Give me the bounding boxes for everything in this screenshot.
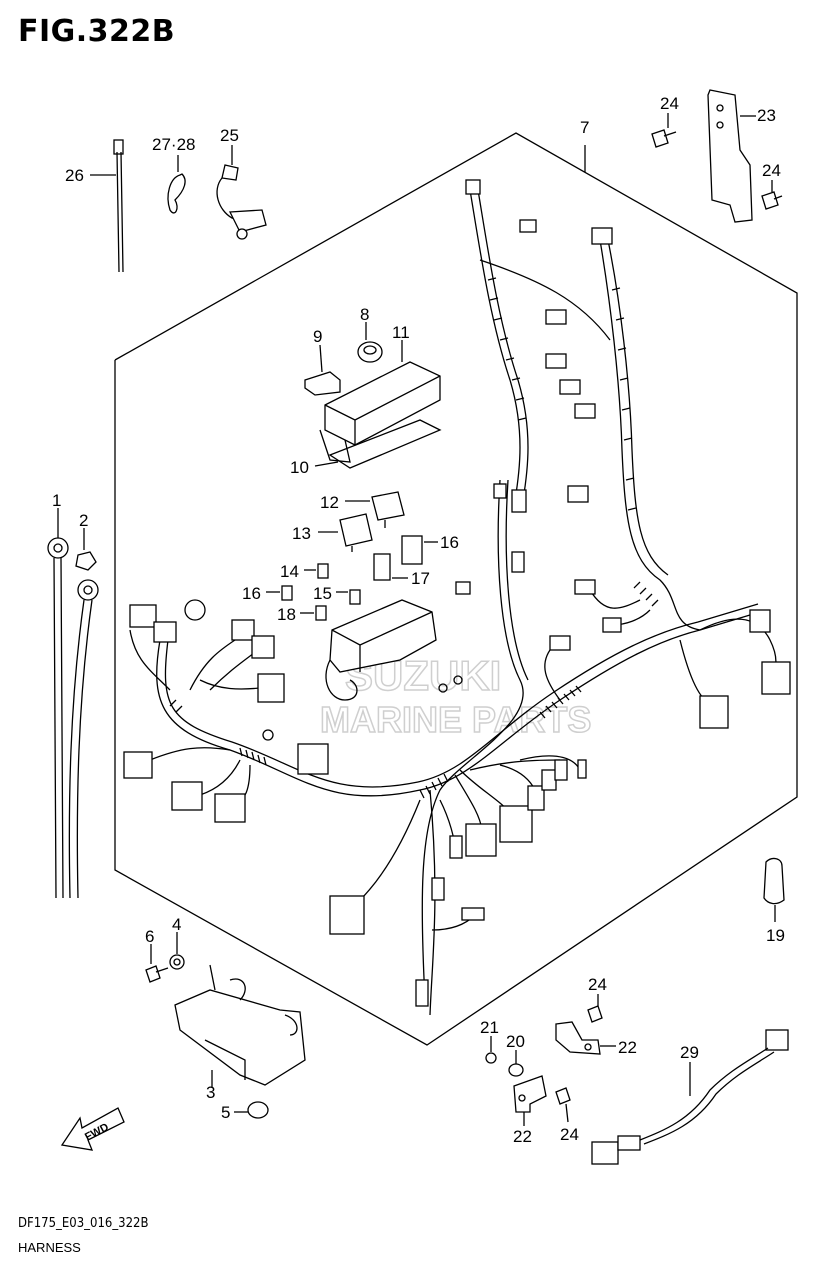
callout-24-bottom: 24 <box>560 1125 579 1144</box>
callout-23: 23 <box>757 106 776 125</box>
part-24-bolt-top <box>651 113 677 148</box>
harness-assembly-outline <box>114 132 798 1046</box>
callout-11: 11 <box>392 323 410 342</box>
part-26-cable-tie <box>90 139 124 273</box>
callout-6: 6 <box>145 927 154 946</box>
part-9-clip <box>304 344 341 396</box>
callout-16-top: 16 <box>440 533 459 552</box>
part-5-grommet <box>234 1101 269 1119</box>
callout-22-mid: 22 <box>618 1038 637 1057</box>
callout-21: 21 <box>480 1018 499 1037</box>
callout-3: 3 <box>206 1083 215 1102</box>
callout-22-bottom: 22 <box>513 1127 532 1146</box>
part-15-fuse <box>336 589 361 605</box>
part-11-fuse-box-cover <box>319 340 441 463</box>
part-7-main-harness <box>129 145 777 1016</box>
part-4-washer <box>169 932 185 970</box>
callout-2: 2 <box>79 511 88 530</box>
part-16-relay-top <box>401 535 438 565</box>
figure-name: HARNESS <box>18 1240 81 1255</box>
part-12-relay <box>345 491 405 528</box>
callout-26: 26 <box>65 166 84 185</box>
callout-14: 14 <box>280 562 299 581</box>
harness-connectors <box>123 179 791 1007</box>
callout-8: 8 <box>360 305 369 324</box>
part-3-bracket <box>174 964 306 1088</box>
callout-17: 17 <box>411 569 430 588</box>
callout-labels: 1 2 3 4 5 6 7 8 9 10 11 12 13 14 15 16 1… <box>52 94 785 1146</box>
part-21-washer <box>485 1036 497 1064</box>
callout-12: 12 <box>320 493 339 512</box>
callout-27-28: 27·28 <box>152 135 195 154</box>
part-24-bolt-mid <box>587 994 603 1023</box>
fwd-arrow-icon: FWD <box>60 1107 125 1151</box>
part-25-clamp <box>216 145 267 240</box>
part-24-bolt-right <box>761 180 783 210</box>
part-23-bracket <box>707 89 756 223</box>
part-27-28-clip <box>167 155 186 214</box>
part-8-grommet <box>357 322 383 363</box>
part-14-fuse <box>304 563 329 579</box>
part-20-collar <box>508 1050 524 1077</box>
callout-25: 25 <box>220 126 239 145</box>
part-10-gasket <box>314 419 442 469</box>
fuse-box-body <box>325 599 463 701</box>
part-1-positive-cable <box>68 579 99 899</box>
part-29-extension-harness <box>591 1029 789 1165</box>
callout-24-top: 24 <box>660 94 679 113</box>
callout-10: 10 <box>290 458 309 477</box>
part-19-cap <box>763 857 785 922</box>
callout-5: 5 <box>221 1103 230 1122</box>
part-2-nut <box>75 528 97 571</box>
callout-1: 1 <box>52 491 61 510</box>
callout-15: 15 <box>313 584 332 603</box>
part-1-battery-cable <box>47 508 69 899</box>
callout-24-right: 24 <box>762 161 781 180</box>
callout-20: 20 <box>506 1032 525 1051</box>
part-22-clamp-lower <box>513 1075 547 1126</box>
callout-19: 19 <box>766 926 785 945</box>
part-24-bolt-bottom <box>555 1087 571 1123</box>
figure-code: DF175_E03_016_322B <box>18 1216 149 1231</box>
svg-text:MARINE PARTS: MARINE PARTS <box>320 699 591 740</box>
callout-29: 29 <box>680 1043 699 1062</box>
callout-24-mid: 24 <box>588 975 607 994</box>
callout-9: 9 <box>313 327 322 346</box>
part-17-fuse <box>373 553 408 581</box>
part-13-relay <box>318 513 373 552</box>
callout-7: 7 <box>580 118 589 137</box>
part-16-fuse <box>266 585 293 601</box>
part-18-fuse <box>300 605 327 621</box>
part-6-bolt <box>145 944 169 983</box>
callout-13: 13 <box>292 524 311 543</box>
callout-18: 18 <box>277 605 296 624</box>
part-22-clamp-upper <box>555 1021 616 1055</box>
callout-4: 4 <box>172 915 181 934</box>
callout-16-left: 16 <box>242 584 261 603</box>
figure-title: FIG.322B <box>18 14 176 49</box>
